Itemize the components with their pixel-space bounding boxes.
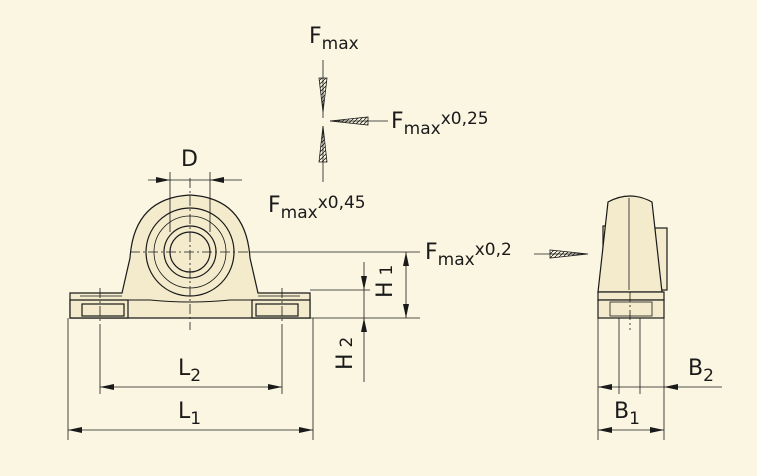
front-view (69, 178, 311, 330)
h2-label: H2 (333, 337, 358, 370)
h2-arrow-top (361, 276, 367, 290)
axial-force-arrow (549, 249, 589, 259)
side-foot (597, 299, 665, 319)
l1-arrow-right (299, 427, 313, 433)
downward-force-arrow (318, 77, 328, 113)
b1-label: B1 (614, 399, 640, 429)
upward-force-arrow (318, 125, 328, 163)
b2-arrow-left (598, 384, 612, 390)
d-label: D (181, 147, 198, 172)
force-arrows (318, 60, 388, 182)
d-arrow-left (156, 177, 170, 183)
side-foot-slot (609, 301, 653, 317)
side-foot-top (597, 291, 665, 301)
left-slot (81, 303, 125, 317)
right-slot (255, 303, 299, 317)
housing-base-curve (128, 299, 252, 303)
h1-arrow-bottom (403, 304, 409, 318)
b2-arrow-right (664, 384, 678, 390)
side-force-arrow (329, 116, 369, 126)
fmax-side-label: Fmaxx0,25 (391, 109, 489, 139)
l2-arrow-left (100, 384, 114, 390)
b1-arrow-left (598, 427, 612, 433)
l2-arrow-right (268, 384, 282, 390)
fmax-axial-label: Fmaxx0,2 (425, 240, 512, 270)
h1-label: H1 (373, 265, 398, 298)
l1-label: L1 (178, 399, 201, 429)
fmax-label: Fmax (309, 24, 359, 54)
d-arrow-right (210, 177, 224, 183)
b1-arrow-right (650, 427, 664, 433)
l2-label: L2 (178, 356, 201, 386)
l1-arrow-left (68, 427, 82, 433)
side-view (597, 195, 668, 330)
b2-label: B2 (688, 356, 714, 386)
fmax-down-label: Fmaxx0,45 (268, 193, 366, 223)
h2-arrow-bottom (361, 318, 367, 332)
h1-arrow-top (403, 252, 409, 266)
side-housing (597, 195, 663, 293)
